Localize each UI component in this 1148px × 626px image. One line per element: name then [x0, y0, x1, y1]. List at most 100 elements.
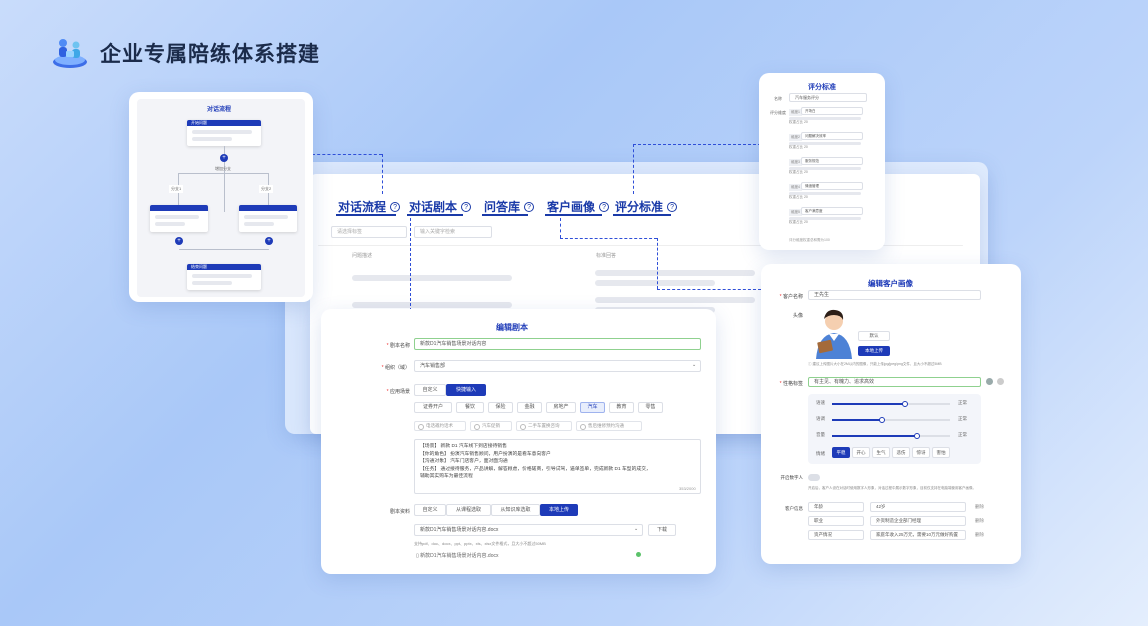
score-item-tag: 维度2	[789, 134, 802, 141]
voice-slider[interactable]	[832, 400, 950, 407]
emotion-option[interactable]: 开心	[852, 447, 870, 458]
industry-option[interactable]: 证券开户	[414, 402, 452, 413]
emotion-option[interactable]: 生气	[872, 447, 890, 458]
add-node-icon[interactable]: +	[265, 237, 273, 245]
info-key-input[interactable]: 资产情况	[808, 530, 864, 540]
score-item-input[interactable]: 情绪管理	[801, 182, 863, 190]
score-item-input[interactable]: 开场白	[801, 107, 863, 115]
slider-handle[interactable]	[913, 432, 920, 439]
score-item-input[interactable]: 服务规范	[801, 157, 863, 165]
voice-slider[interactable]	[832, 432, 950, 439]
tab-customer-persona[interactable]: 客户画像?	[547, 198, 610, 215]
template-chip[interactable]: 二手车置换咨询	[516, 421, 572, 431]
template-chip[interactable]: 汽车促销	[470, 421, 512, 431]
remove-trait-icon[interactable]	[997, 378, 1004, 385]
score-item-desc	[789, 167, 861, 170]
search-input[interactable]: 输入关键字检索	[414, 226, 492, 238]
script-content-textarea[interactable]: 【场景】 新款 D1 汽车线下到店接待销售【你的角色】 扮演汽车销售顾问，用户扮…	[414, 439, 701, 494]
emotion-option[interactable]: 悲伤	[892, 447, 910, 458]
tag-select[interactable]: 请选择标签	[331, 226, 407, 238]
industry-option[interactable]: 汽车	[580, 402, 605, 413]
help-circle-icon: ?	[461, 201, 472, 212]
tab-underline	[613, 214, 671, 216]
industry-option[interactable]: 餐饮	[456, 402, 484, 413]
branch-b-label[interactable]: 分支2	[259, 185, 274, 193]
persona-name-label: * 客户名称	[779, 294, 803, 300]
tab-qa-library[interactable]: 问答库?	[484, 198, 535, 215]
info-value-input[interactable]: 家庭年收入25万元，需要10万元做好购置	[870, 530, 966, 540]
industry-option[interactable]: 教育	[609, 402, 634, 413]
tab-label: 客户画像	[547, 200, 596, 214]
emotion-option[interactable]: 害怕	[932, 447, 950, 458]
slider-handle[interactable]	[878, 416, 885, 423]
scoring-name-label: 名称	[774, 96, 782, 101]
info-value-input[interactable]: 外资制造企业部门经理	[870, 516, 966, 526]
traits-input[interactable]: 有主见、有魄力、追求高效	[808, 377, 981, 387]
avatar-image[interactable]	[808, 307, 856, 359]
branch-label: 增加分支	[215, 166, 231, 171]
score-item-tag: 维度1	[789, 109, 802, 116]
tab-underline	[407, 214, 463, 216]
scene-custom-tab[interactable]: 自定义	[414, 384, 446, 396]
score-item-input[interactable]: 客户满意度	[801, 207, 863, 215]
score-item-weight: 权重占比 20	[789, 220, 808, 224]
industry-option[interactable]: 保险	[488, 402, 513, 413]
scoring-name-input[interactable]: 汽车服务评分	[789, 93, 867, 102]
tab-dialogue-script[interactable]: 对话剧本?	[409, 198, 472, 215]
content-line: 【场景】 新款 D1 汽车线下到店接待销售	[420, 444, 507, 449]
industry-option[interactable]: 房地产	[546, 402, 576, 413]
info-key-input[interactable]: 年龄	[808, 502, 864, 512]
traits-label: * 性格标签	[779, 381, 803, 387]
download-button[interactable]: 下载	[648, 524, 676, 536]
slider-handle[interactable]	[902, 400, 909, 407]
avatar-upload-button[interactable]: 本地上传	[858, 346, 890, 356]
material-kb-tab[interactable]: 从知识库选取	[491, 504, 540, 516]
tab-scoring-standard[interactable]: 评分标准?	[615, 198, 678, 215]
table-row	[352, 302, 512, 308]
industry-option[interactable]: 金融	[517, 402, 542, 413]
material-custom-tab[interactable]: 自定义	[414, 504, 446, 516]
content-line: 【你的角色】 扮演汽车销售顾问，用户扮演的是看车意向客户	[420, 451, 551, 457]
slider-end-label: 正常	[958, 416, 967, 421]
file-select[interactable]: 新款D1汽车销售场景对话内容.docx	[414, 524, 643, 536]
add-node-icon[interactable]: +	[220, 154, 228, 162]
emotion-option[interactable]: 惊讶	[912, 447, 930, 458]
column-header-question: 问题描述	[352, 253, 373, 259]
delete-row-button[interactable]: 删除	[975, 532, 984, 537]
tab-label: 对话剧本	[409, 200, 458, 214]
material-course-tab[interactable]: 从课程选取	[446, 504, 491, 516]
template-chip[interactable]: 售后维修预约沟通	[576, 421, 642, 431]
score-item-weight: 权重占比 20	[789, 195, 808, 199]
script-name-input[interactable]: 新款D1汽车销售场景对话内容	[414, 338, 701, 350]
emotion-option[interactable]: 平稳	[832, 447, 850, 458]
script-editor-title: 编辑剧本	[496, 323, 528, 332]
help-circle-icon: ?	[599, 201, 610, 212]
delete-row-button[interactable]: 删除	[975, 518, 984, 523]
avatar-default-button[interactable]: 默认	[858, 331, 890, 341]
scene-quick-input-tab[interactable]: 快捷输入	[446, 384, 486, 396]
delete-row-button[interactable]: 删除	[975, 504, 984, 509]
branch-a-label[interactable]: 分支1	[169, 185, 184, 193]
tab-dialogue-flow[interactable]: 对话流程?	[338, 198, 401, 215]
template-chip[interactable]: 电话邀约话术	[414, 421, 466, 431]
uploaded-file-item[interactable]: ▯ 新款D1汽车销售场景对话内容.docx	[416, 553, 499, 559]
industry-option[interactable]: 零售	[638, 402, 663, 413]
script-name-label: * 剧本名称	[386, 343, 410, 349]
add-trait-icon[interactable]	[986, 378, 993, 385]
score-item-desc	[789, 117, 861, 120]
org-select[interactable]: 汽车销售部	[414, 360, 701, 372]
digital-human-toggle[interactable]	[808, 474, 820, 481]
info-key-input[interactable]: 职业	[808, 516, 864, 526]
help-circle-icon: ?	[667, 201, 678, 212]
material-local-upload-tab[interactable]: 本地上传	[540, 504, 578, 516]
emotion-label: 情绪	[816, 451, 825, 456]
content-line: 【任务】 通过接待服务，产品讲解，解答顾虑，价格磋商，引导试驾，逼单签单，完成新…	[420, 466, 651, 472]
persona-name-input[interactable]: 王先生	[808, 290, 981, 300]
add-node-icon[interactable]: +	[175, 237, 183, 245]
char-count: 353/2000	[679, 486, 696, 491]
open-digital-human-label: 开启数字人	[780, 475, 804, 480]
info-value-input[interactable]: 42岁	[870, 502, 966, 512]
score-item-input[interactable]: 问题解决效率	[801, 132, 863, 140]
help-circle-icon: ?	[524, 201, 535, 212]
voice-slider[interactable]	[832, 416, 950, 423]
